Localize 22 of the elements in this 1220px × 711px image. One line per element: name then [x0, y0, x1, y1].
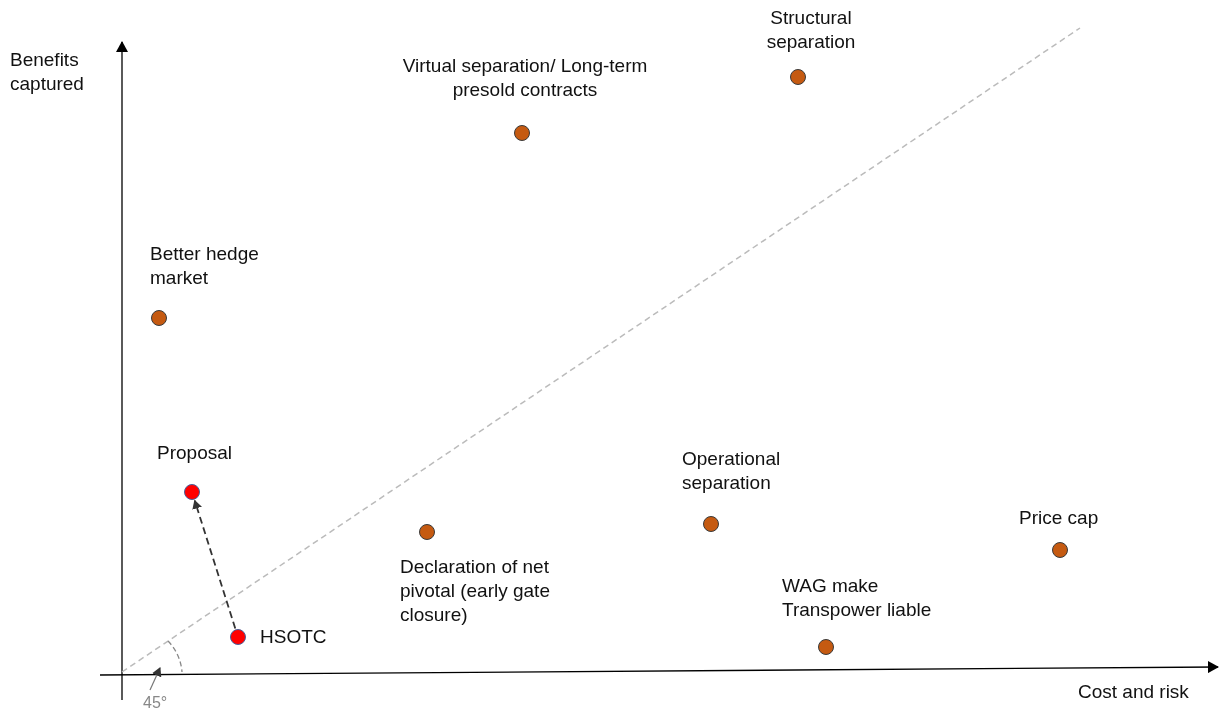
- data-point: [818, 639, 834, 655]
- point-label: Declaration of net pivotal (early gate closure): [400, 555, 551, 627]
- point-label: Price cap: [1019, 506, 1100, 530]
- arrow: [192, 499, 237, 630]
- point-label: Proposal: [157, 441, 233, 465]
- point-label: Virtual separation/ Long-term presold contracts: [401, 54, 649, 102]
- data-point: [1052, 542, 1068, 558]
- point-label: Operational separation: [682, 447, 782, 495]
- axis-title: Cost and risk: [1078, 680, 1190, 704]
- point-label: HSOTC: [260, 625, 328, 649]
- data-point: [230, 629, 246, 645]
- data-point: [514, 125, 530, 141]
- data-point: [790, 69, 806, 85]
- data-point: [151, 310, 167, 326]
- data-point: [703, 516, 719, 532]
- point-label: Better hedge market: [150, 242, 260, 290]
- point-label: Structural separation: [765, 6, 857, 54]
- data-point: [184, 484, 200, 500]
- angle-label: 45°: [143, 693, 169, 711]
- point-label: WAG make Transpower liable: [782, 574, 933, 622]
- data-point: [419, 524, 435, 540]
- axis-title: Benefits captured: [10, 48, 85, 96]
